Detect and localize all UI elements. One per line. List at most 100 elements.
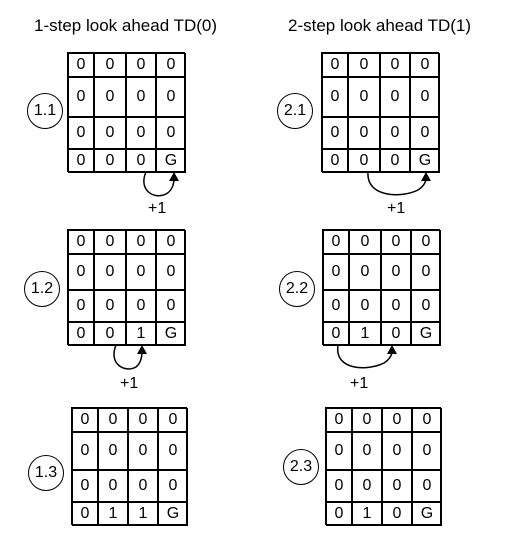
grid-cell: 0	[412, 470, 442, 502]
transition-arrow-2-1	[367, 171, 431, 196]
grid-cell: 0	[348, 149, 380, 173]
grid-cell: 0	[382, 408, 412, 432]
grid-cell: 0	[352, 408, 382, 432]
grid-cell: 0	[348, 53, 380, 77]
grid-cell: 0	[156, 290, 186, 322]
grid-cell: 0	[322, 149, 348, 173]
grid-cell: 0	[410, 77, 440, 117]
grid-cell: 0	[323, 254, 349, 290]
grid-cell: 0	[68, 77, 94, 117]
grid-cell: 0	[322, 53, 348, 77]
grid-cell: 0	[323, 290, 349, 322]
grid-cell: 0	[323, 230, 349, 254]
grid-cell: 0	[126, 149, 156, 173]
grid-cell: 0	[326, 502, 352, 526]
grid-cell: 1	[352, 502, 382, 526]
grid-cell: 0	[323, 322, 349, 346]
grid-cell: 0	[326, 470, 352, 502]
grid-cell: 0	[410, 53, 440, 77]
grid-cell: 0	[72, 432, 98, 470]
grid-cell: 0	[322, 117, 348, 149]
grid-cell: G	[156, 149, 186, 173]
grid-cell: 0	[156, 53, 186, 77]
grid-cell: G	[411, 322, 441, 346]
grid-cell: 0	[68, 290, 94, 322]
grid-cell: 0	[72, 470, 98, 502]
grid-cell: 0	[156, 77, 186, 117]
transition-arrow-1-1	[143, 171, 179, 197]
grid-cell: 0	[380, 117, 410, 149]
grid-cell: 0	[380, 53, 410, 77]
grid-cell: 0	[381, 290, 411, 322]
grid-cell: 0	[381, 254, 411, 290]
grid-cell: 0	[68, 230, 94, 254]
grid-cell: 0	[326, 408, 352, 432]
grid-cell: 0	[411, 290, 441, 322]
grid-cell: 0	[352, 432, 382, 470]
grid-cell: 0	[126, 53, 156, 77]
grid-cell: 0	[349, 290, 381, 322]
grid-cell: 0	[156, 254, 186, 290]
grid-cell: 0	[380, 149, 410, 173]
heading-td0: 1-step look ahead TD(0)	[34, 16, 218, 35]
grid-cell: 0	[68, 53, 94, 77]
panel-label-1-2: 1.2	[24, 271, 60, 307]
grid-cell: 0	[348, 117, 380, 149]
reward-label-1-2: +1	[120, 375, 139, 392]
grid-cell: 0	[348, 77, 380, 117]
grid-cell: 1	[128, 502, 158, 526]
grid-cell: 0	[326, 432, 352, 470]
grid-cell: 0	[72, 408, 98, 432]
grid-cell: 0	[126, 77, 156, 117]
grid-cell: 0	[128, 432, 158, 470]
grid-cell: 0	[349, 230, 381, 254]
reward-label-2-1: +1	[387, 200, 406, 217]
grid-cell: 0	[72, 502, 98, 526]
grid-cell: 1	[98, 502, 128, 526]
grid-cell: 0	[158, 470, 188, 502]
grid-cell: 0	[382, 432, 412, 470]
grid-cell: 0	[158, 432, 188, 470]
grid-cell: 0	[381, 230, 411, 254]
grid-cell: 0	[94, 117, 126, 149]
grid-cell: 0	[68, 149, 94, 173]
panel-label-1-3: 1.3	[28, 455, 64, 491]
grid-cell: 0	[126, 117, 156, 149]
grid-cell: G	[410, 149, 440, 173]
grid-cell: 0	[98, 470, 128, 502]
grid-cell: 0	[352, 470, 382, 502]
grid-cell: 0	[158, 408, 188, 432]
grid-cell: 0	[156, 230, 186, 254]
grid-cell: 0	[382, 502, 412, 526]
transition-arrow-1-2	[113, 344, 147, 370]
grid-cell: 0	[380, 77, 410, 117]
grid-cell: 0	[128, 470, 158, 502]
reward-label-2-2: +1	[350, 375, 369, 392]
grid-cell: 0	[68, 117, 94, 149]
reward-label-1-1: +1	[148, 200, 167, 217]
grid-cell: G	[412, 502, 442, 526]
grid-cell: 0	[94, 230, 126, 254]
panel-label-2-2: 2.2	[279, 271, 315, 307]
grid-cell: 0	[126, 290, 156, 322]
grid-cell: 0	[126, 230, 156, 254]
grid-cell: 0	[126, 254, 156, 290]
panel-label-1-1: 1.1	[27, 93, 63, 129]
grid-cell: 0	[98, 408, 128, 432]
grid-cell: 0	[322, 77, 348, 117]
grid-cell: 0	[411, 230, 441, 254]
grid-cell: 0	[94, 290, 126, 322]
grid-cell: 0	[411, 254, 441, 290]
panel-label-2-1: 2.1	[277, 93, 313, 129]
grid-cell: 0	[98, 432, 128, 470]
grid-cell: 0	[68, 322, 94, 346]
grid-cell: 0	[94, 322, 126, 346]
grid-cell: 0	[381, 322, 411, 346]
grid-cell: 0	[412, 432, 442, 470]
